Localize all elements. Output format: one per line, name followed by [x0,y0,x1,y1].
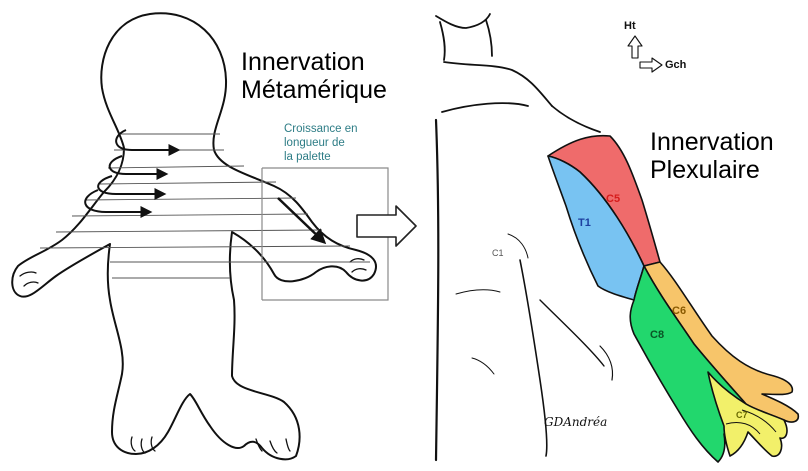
orientation-up-label: Ht [624,20,636,32]
growth-caption-line1: Croissance en [284,122,394,136]
right-title-line1: Innervation [650,129,774,156]
up-arrow-icon [628,36,642,58]
artist-signature: GDAndréa [544,415,607,429]
growth-caption: Croissance en longueur de la palette [284,122,394,164]
chest-mark: C1 [492,248,504,258]
growth-caption-line3: la palette [284,150,394,164]
label-C5: C5 [606,193,620,205]
left-title-line2: Métamérique [241,77,387,104]
orientation-left-label: Gch [665,59,686,71]
transition-arrow [357,206,416,246]
right-arrow-icon [640,58,662,72]
label-T1: T1 [578,217,591,229]
limb-growth-arrow [278,198,324,242]
right-title-line2: Plexulaire [650,157,760,184]
label-C8: C8 [650,329,664,341]
growth-caption-line2: longueur de [284,136,394,150]
label-C6: C6 [672,305,686,317]
orientation-indicator [628,36,662,72]
arm-dermatomes [548,136,798,462]
left-title-line1: Innervation [241,49,365,76]
label-C7: C7 [736,410,748,420]
